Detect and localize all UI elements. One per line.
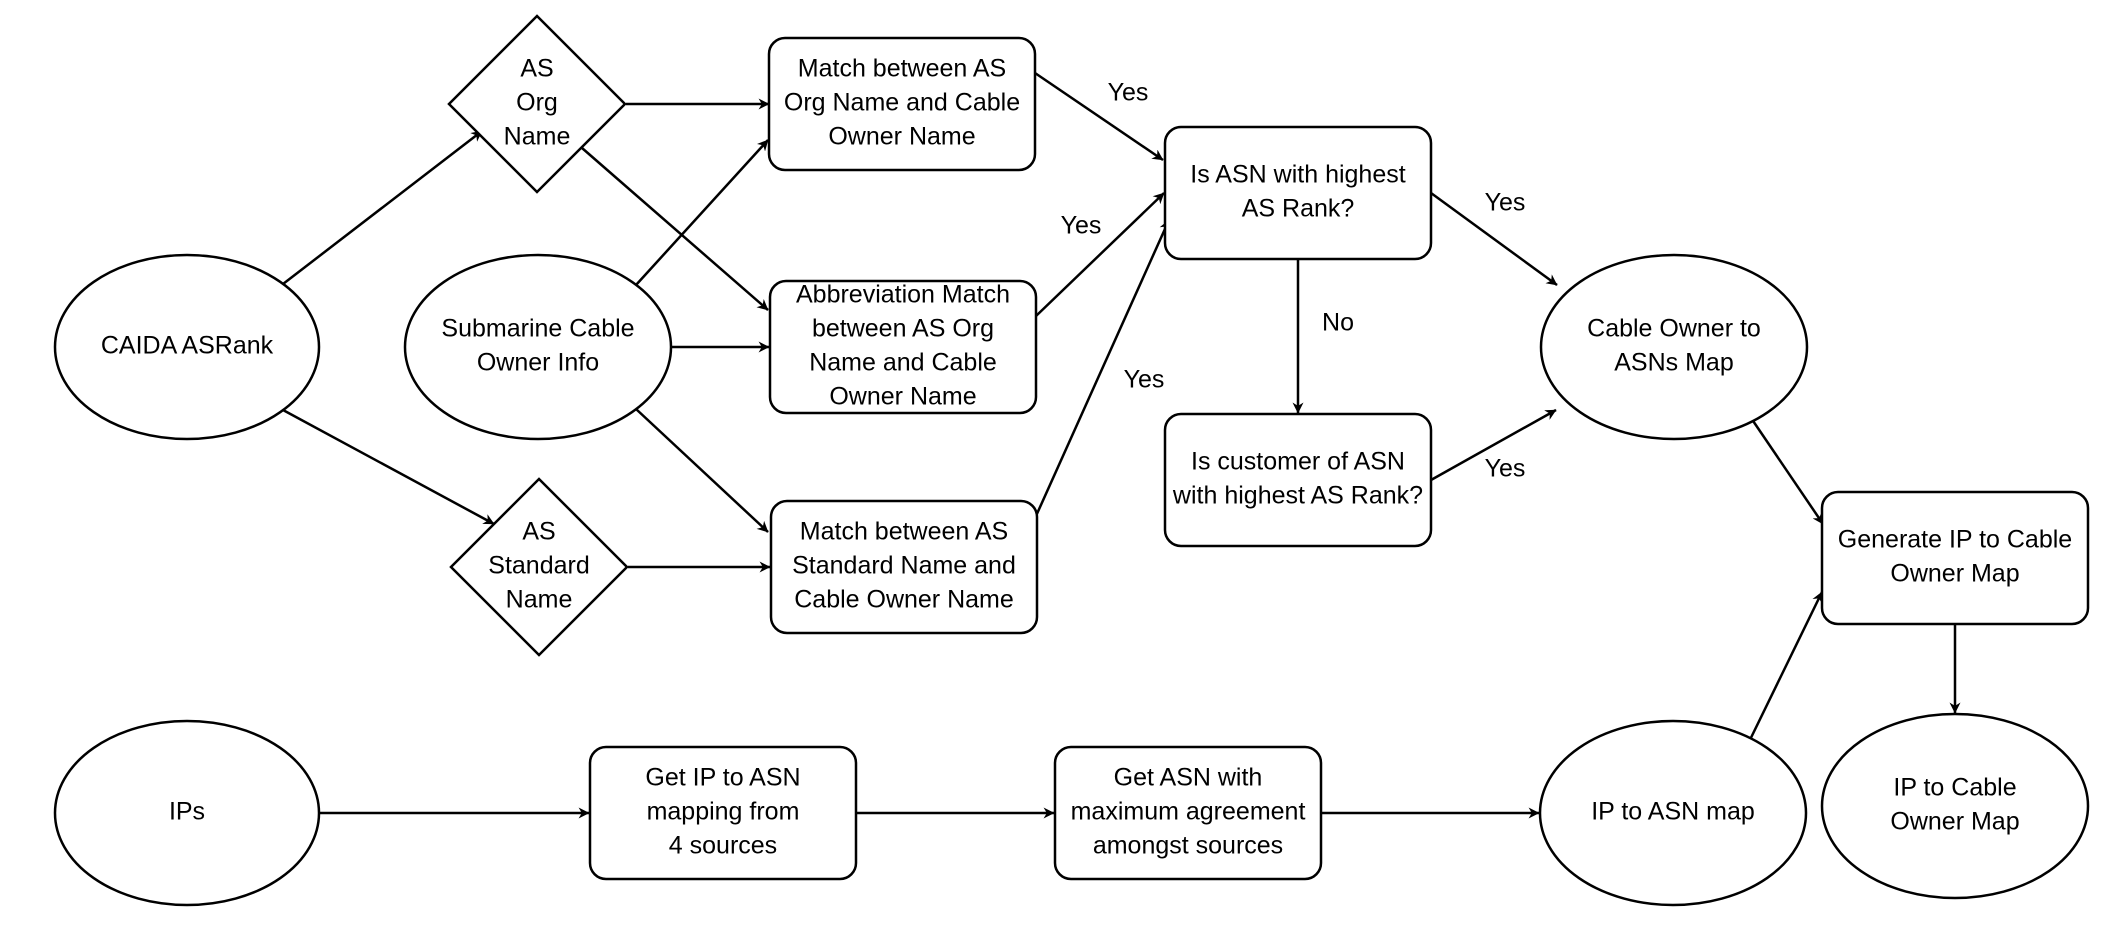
node-shape-ellipse: [1820, 712, 2090, 900]
node-label-line: Abbreviation Match: [796, 281, 1010, 309]
node-label-line: Name and Cable: [809, 349, 997, 377]
edge-submarine-to-match_org: [635, 139, 769, 286]
node-label-line: AS Rank?: [1242, 195, 1355, 223]
node-shape-rect: [588, 745, 858, 881]
node-label-line: Match between AS: [800, 518, 1008, 546]
node-shape-rect: [767, 36, 1037, 172]
edge-abbrev-to-highest_rank: [1035, 192, 1165, 317]
edge-label-customer-to-owner_map: Yes: [1485, 455, 1526, 483]
node-label-line: Owner Name: [829, 383, 976, 411]
node-label-line: Name: [504, 123, 571, 151]
node-shape-ellipse: [1538, 719, 1808, 907]
edge-ip_asn_map-to-generate: [1744, 591, 1824, 749]
node-match-org: Match between AS Org Name and CableOwner …: [767, 36, 1037, 172]
edge-label-highest_rank-to-owner_map: Yes: [1485, 189, 1526, 217]
node-label-line: Name: [506, 586, 573, 614]
node-label-line: Org Name and Cable: [784, 89, 1020, 117]
node-caida: CAIDA ASRank: [53, 253, 321, 441]
node-label-line: Is ASN with highest: [1190, 161, 1405, 189]
node-label-line: AS: [522, 518, 555, 546]
edge-label-highest_rank-to-customer: No: [1322, 309, 1354, 337]
node-label-line: Standard Name and: [792, 552, 1016, 580]
node-shape-ellipse: [1539, 253, 1809, 441]
node-shape-rect: [1163, 412, 1433, 548]
node-label-line: Match between AS: [798, 55, 1006, 83]
node-label-line: Generate IP to Cable: [1838, 526, 2072, 554]
node-label-line: Standard: [488, 552, 589, 580]
node-label-line: between AS Org: [812, 315, 994, 343]
node-label-line: with highest AS Rank?: [1172, 482, 1423, 510]
node-label-line: Is customer of ASN: [1191, 448, 1405, 476]
node-shape-rect: [768, 279, 1038, 415]
node-label-line: ASNs Map: [1614, 349, 1733, 377]
node-label-line: AS: [520, 55, 553, 83]
node-label-line: IP to ASN map: [1591, 798, 1755, 826]
node-label-line: Cable Owner Name: [794, 586, 1014, 614]
edge-highest_rank-to-owner_map: [1430, 191, 1558, 287]
node-shape-diamond: [447, 14, 627, 194]
node-label-line: Get IP to ASN: [645, 764, 800, 792]
edge-submarine-to-match_std: [635, 408, 769, 533]
edge-label-abbrev-to-highest_rank: Yes: [1061, 212, 1102, 240]
node-label-line: Owner Name: [828, 123, 975, 151]
node-label-line: IP to Cable: [1893, 774, 2016, 802]
node-label-line: Org: [516, 89, 558, 117]
node-label-line: 4 sources: [669, 832, 777, 860]
node-shape-ellipse: [403, 253, 673, 441]
edge-caida-to-as_std_name: [282, 408, 495, 526]
node-label-line: amongst sources: [1093, 832, 1283, 860]
node-get-asn-max: Get ASN with maximum agreement amongst sou…: [1053, 745, 1323, 881]
node-ips: IPs: [53, 719, 321, 907]
edge-match_org-to-highest_rank: [1034, 71, 1164, 162]
node-label-line: Owner Info: [477, 349, 599, 377]
node-get-ip-asn: Get IP to ASN mapping from 4 sources: [588, 745, 858, 881]
edges: [282, 71, 1961, 819]
node-shape-rect: [1053, 745, 1323, 881]
node-customer: Is customer of ASN with highest AS Rank?: [1163, 412, 1433, 548]
edge-as_org_name-to-abbrev: [581, 147, 769, 311]
node-label-line: Cable Owner to: [1587, 315, 1761, 343]
node-shape-rect: [1163, 125, 1433, 261]
node-shape-rect: [1820, 490, 2090, 626]
edge-customer-to-owner_map: [1430, 408, 1557, 482]
node-shape-rect: [769, 499, 1039, 635]
edge-match_std-to-highest_rank: [1034, 219, 1171, 517]
node-label-line: Submarine Cable: [441, 315, 634, 343]
node-label-line: maximum agreement: [1071, 798, 1306, 826]
node-shape-ellipse: [53, 719, 321, 907]
node-shape-ellipse: [53, 253, 321, 441]
node-label-line: mapping from: [647, 798, 800, 826]
node-highest-rank: Is ASN with highest AS Rank?: [1163, 125, 1433, 261]
node-ip-asn-map: IP to ASN map: [1538, 719, 1808, 907]
node-label-line: CAIDA ASRank: [101, 332, 274, 360]
node-shape-diamond: [449, 477, 629, 657]
node-label-line: Owner Map: [1890, 560, 2019, 588]
edge-label-match_org-to-highest_rank: Yes: [1108, 79, 1149, 107]
node-label-line: IPs: [169, 798, 205, 826]
edge-owner_map-to-generate: [1745, 411, 1825, 525]
edge-caida-to-as_org_name: [282, 130, 483, 285]
node-owner-map: Cable Owner to ASNs Map: [1539, 253, 1809, 441]
edge-label-match_std-to-highest_rank: Yes: [1124, 366, 1165, 394]
node-label-line: Get ASN with: [1114, 764, 1263, 792]
node-label-line: Owner Map: [1890, 808, 2019, 836]
